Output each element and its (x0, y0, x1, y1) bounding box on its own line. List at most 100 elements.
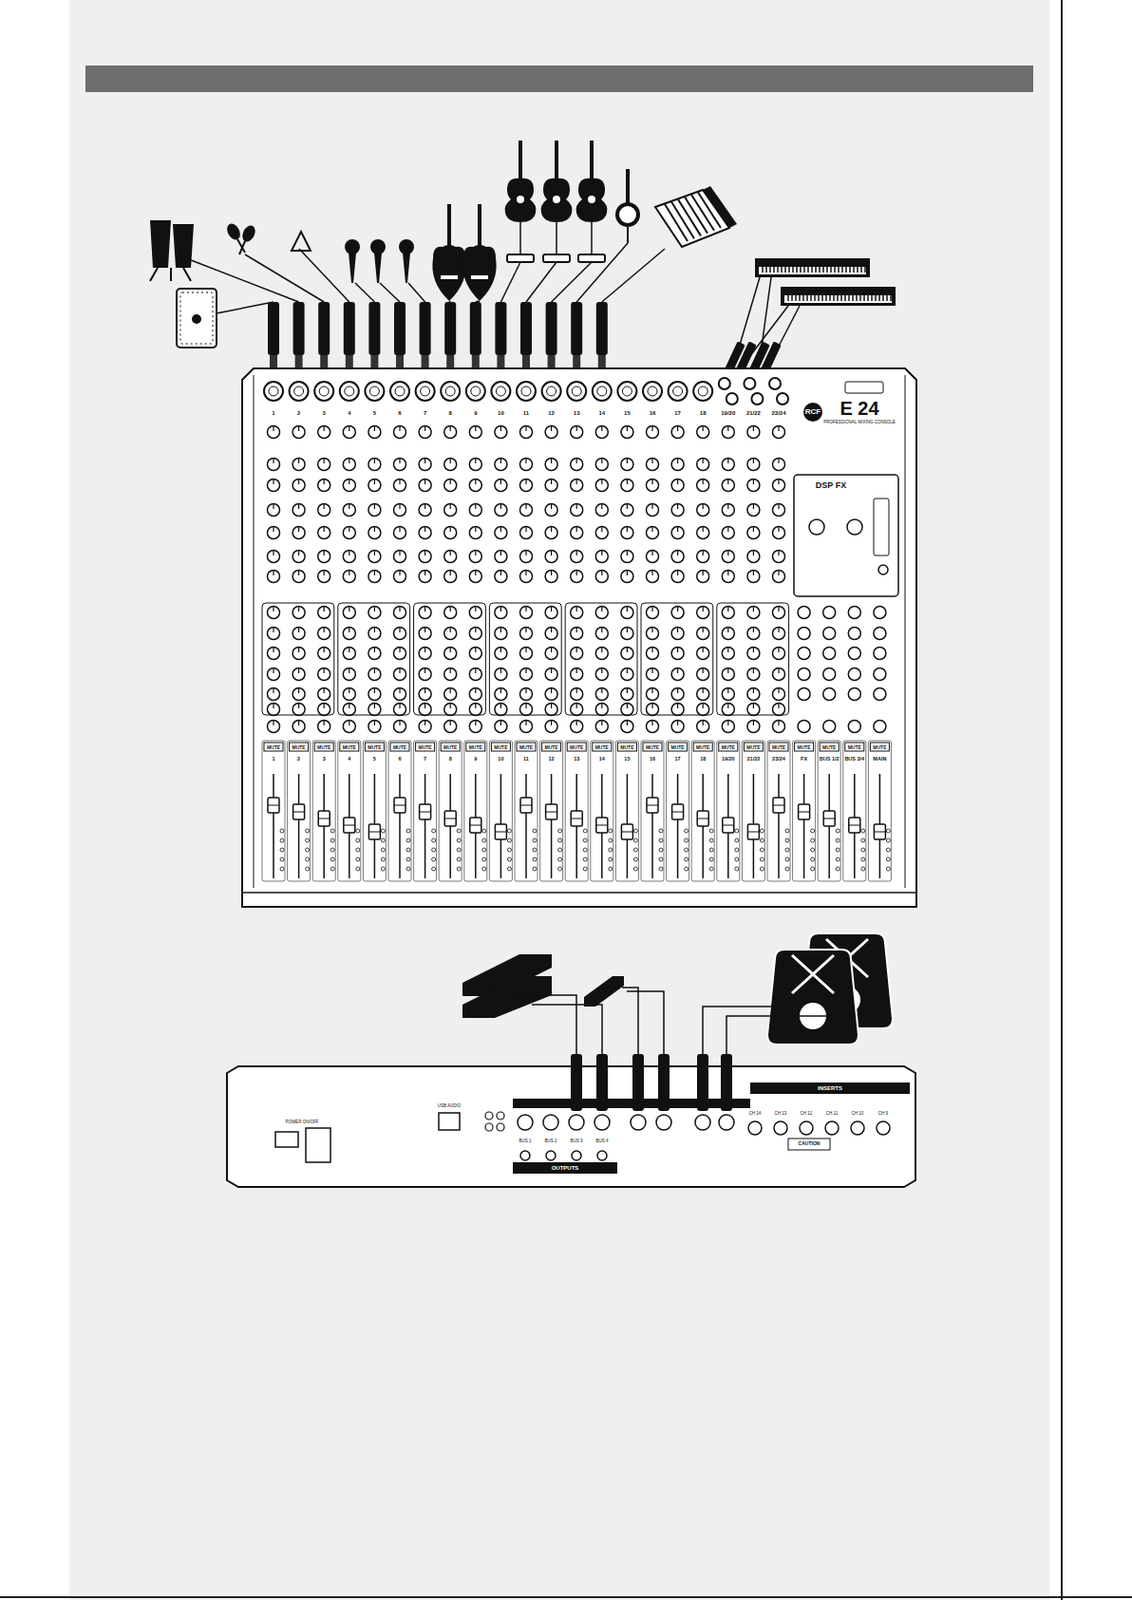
knob (697, 703, 710, 717)
mute-label: MUTE (545, 745, 559, 751)
fader-cap (823, 811, 835, 827)
knob-pointer (272, 570, 274, 576)
knob (342, 479, 356, 492)
strip-frame (741, 740, 765, 882)
fader-cap (494, 824, 507, 840)
knob (570, 550, 584, 564)
banjo-body (615, 202, 641, 227)
fader-cap (394, 797, 406, 813)
knob (520, 479, 533, 492)
knob (823, 606, 836, 620)
knob-pointer (298, 703, 300, 709)
knob-pointer (550, 504, 552, 510)
knob (773, 479, 786, 492)
knob (595, 606, 608, 620)
knob (721, 426, 735, 439)
keyboard-key (787, 295, 790, 302)
cable (216, 301, 274, 314)
xlr-jack (339, 381, 359, 401)
knob (697, 550, 710, 564)
knob (418, 550, 432, 564)
knob-pointer (398, 458, 400, 464)
strip-label: 6 (397, 756, 401, 763)
knob-pointer (677, 703, 679, 709)
line-jack (726, 393, 738, 405)
knob (494, 668, 508, 681)
knob-pointer (777, 703, 779, 709)
knob-pointer (601, 550, 603, 556)
guitar-hole (552, 195, 561, 204)
keyboard-key (864, 266, 867, 273)
knob-pointer (601, 606, 603, 612)
insert-jack (799, 1121, 813, 1135)
knob (873, 606, 887, 620)
mute-label: MUTE (418, 745, 433, 751)
knob-pointer (398, 647, 400, 653)
mixer-front (242, 368, 917, 907)
dsp-knob (809, 519, 825, 535)
knob (267, 668, 281, 681)
knob-pointer (298, 504, 300, 510)
microphone-body (374, 252, 382, 283)
led (759, 838, 764, 843)
knob (520, 647, 533, 661)
strip-frame (338, 740, 361, 882)
knob-pointer (626, 550, 628, 556)
mixer-lip (242, 891, 917, 894)
jack-label: BUS 2 (544, 1139, 557, 1145)
knob (394, 703, 407, 717)
microphone-body (348, 252, 357, 283)
xlr-jack-inner (268, 386, 279, 397)
fader-cap (596, 817, 608, 833)
knob-pointer (525, 426, 527, 432)
knob (545, 527, 558, 540)
knob (773, 504, 786, 517)
knob (773, 688, 786, 701)
mute-button (743, 742, 763, 752)
led (709, 857, 714, 862)
knob (721, 688, 735, 701)
fader-cap (747, 824, 759, 840)
knob (418, 426, 432, 439)
knob-pointer (651, 720, 653, 726)
xlr-jack-inner (647, 386, 658, 397)
knob-pointer (272, 720, 274, 726)
strip-label: 23/24 (772, 756, 786, 763)
knob-pointer (348, 570, 350, 576)
knob-pointer (727, 527, 729, 532)
knob (494, 527, 508, 540)
knob-pointer (753, 668, 755, 674)
led (356, 838, 360, 843)
keyboard-key (802, 295, 805, 302)
strip-label: 11 (523, 756, 529, 763)
knob (520, 606, 533, 620)
keyboard-key (795, 266, 798, 273)
maraca (224, 221, 243, 243)
knob (318, 479, 331, 492)
mute-label: MUTE (342, 745, 357, 751)
knob (520, 527, 533, 540)
keyboard-key (848, 295, 850, 302)
knob (368, 606, 381, 620)
keyboard-key (829, 295, 831, 302)
maraca-handle (237, 239, 246, 255)
knob (671, 527, 684, 540)
knob (394, 627, 407, 641)
knob-pointer (398, 426, 400, 432)
knob-pointer (474, 550, 476, 556)
keyboard-key (863, 295, 866, 302)
knob (469, 479, 482, 492)
keyboard-key (798, 295, 801, 302)
led (684, 857, 689, 862)
fader-cap-line (672, 811, 684, 813)
mute-button (466, 742, 486, 752)
strip-frame (312, 740, 336, 882)
knob-pointer (702, 426, 704, 432)
xlr-plug (444, 301, 456, 356)
knob-pointer (677, 550, 679, 556)
line-jack (718, 377, 731, 390)
keyboard-key (814, 266, 817, 273)
rear-jack (543, 1114, 559, 1131)
led (356, 857, 360, 862)
knob-pointer (323, 570, 325, 576)
